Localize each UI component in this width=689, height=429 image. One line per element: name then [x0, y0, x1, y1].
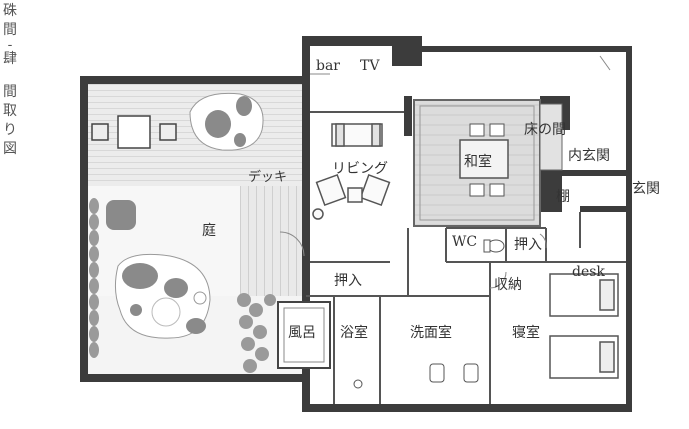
genkan-label: 玄関: [632, 181, 660, 197]
interior-walls: [306, 111, 626, 404]
title-char: 間: [3, 22, 17, 38]
oshiire-left-label: 押入: [334, 273, 362, 289]
title-char: 取: [3, 103, 17, 119]
title-char: 硃: [3, 3, 17, 19]
tv-label: TV: [360, 58, 380, 74]
toilet: [483, 239, 505, 253]
title-char: り: [3, 122, 17, 138]
wc-label: WC: [452, 234, 478, 250]
washitsu-label: 和室: [464, 151, 492, 171]
garden-planting: [89, 198, 276, 373]
floor-plan-title: 硃 間 - 肆 間 取 り 図: [0, 2, 20, 159]
furo-label: 風呂: [288, 322, 316, 342]
living-label: リビング: [332, 161, 388, 177]
title-char: 肆: [3, 51, 17, 67]
oshiire-right-label: 押入: [514, 237, 542, 253]
tokonoma-label: 床の間: [524, 122, 566, 138]
yokushitsu-label: 浴室: [340, 325, 368, 341]
deck-furniture: [91, 115, 177, 149]
door-swings: [279, 55, 611, 289]
sinks: [353, 363, 479, 389]
senmenjo-label: 洗面室: [410, 325, 452, 341]
title-char: 図: [3, 141, 17, 157]
deck-label: デッキ: [248, 170, 288, 185]
garden-rocks: [106, 92, 264, 339]
bar-label: bar: [316, 58, 341, 74]
shinshitsu-label: 寝室: [512, 325, 540, 341]
tana-label: 棚: [556, 189, 570, 205]
beds: [549, 273, 619, 379]
garden-label: 庭: [202, 223, 216, 239]
shuno-label: 収納: [494, 277, 522, 293]
uchigenkan-label: 内玄関: [568, 148, 610, 164]
living-furniture: [312, 123, 391, 220]
desk-label: desk: [572, 264, 605, 280]
outer-walls: [80, 36, 632, 412]
title-char: -: [7, 37, 13, 53]
title-char: 間: [3, 84, 17, 100]
